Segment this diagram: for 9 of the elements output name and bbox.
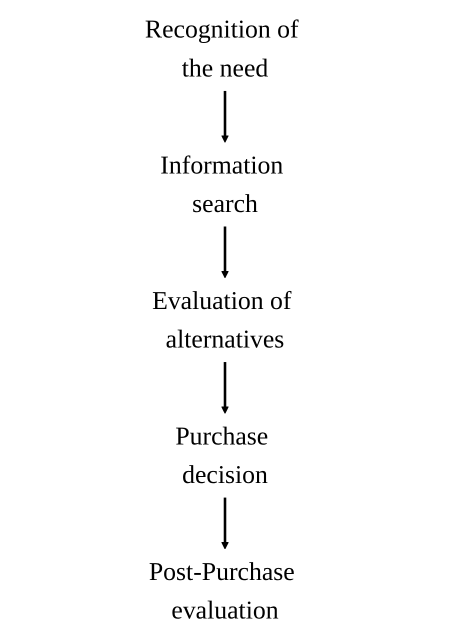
node-text: Evaluation of alternatives: [152, 286, 292, 354]
node-text: Post-Purchase evaluation: [148, 558, 295, 625]
node-text: Information search: [160, 150, 284, 218]
arrow: [221, 90, 229, 143]
arrow: [221, 498, 229, 550]
node-text: Purchase decision: [175, 422, 268, 490]
arrow: [221, 226, 229, 278]
node-text: Recognition of the need: [144, 15, 299, 82]
arrow: [221, 362, 229, 414]
